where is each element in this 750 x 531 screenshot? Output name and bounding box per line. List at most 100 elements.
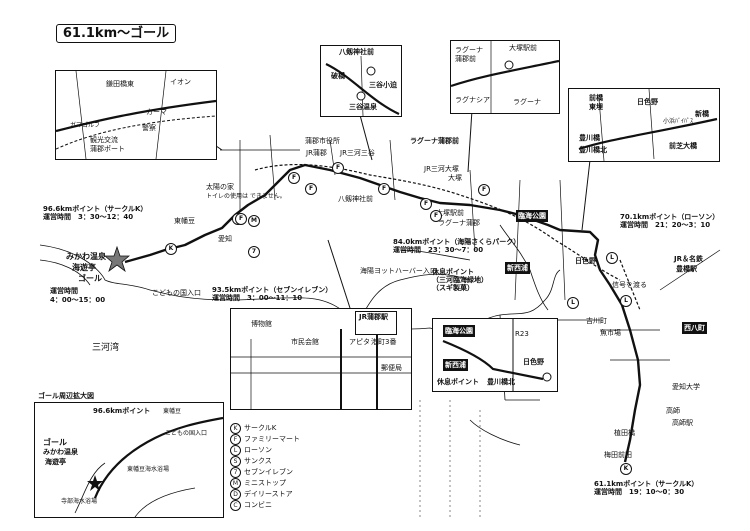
page-title: 61.1km〜ゴール (56, 24, 176, 43)
label-terabe: 寺部海水浴場 (61, 498, 98, 505)
store-marker-f-icon: F (420, 198, 432, 210)
store-k-icon: K (230, 423, 241, 434)
label-osaka-eki: 大塚駅前 (509, 44, 537, 52)
inset-gamagori-north: 鎌田橋東 イオン カーマ ガマゴルフ 警察 観光交流 蒲郡ポート (55, 70, 217, 160)
point-93: 93.5kmポイント（セブンイレブン） 運営時間 3：00〜11：10 (212, 286, 332, 302)
label-toyokawa-kita2: 豊川橋北 (487, 378, 515, 386)
label-nishi-hacho: 西八町 (682, 322, 707, 334)
label-umeda: 梅田前田 (604, 451, 632, 459)
point-rest: 休息ポイント （三河臨海緑地） （スギ製菓） (432, 268, 488, 292)
store-marker-7-icon: 7 (248, 246, 260, 258)
store-marker-f-icon: F (378, 183, 390, 195)
store-marker-f-icon: F (430, 210, 442, 222)
store-c-icon: C (230, 500, 241, 511)
point-70-hours: 運営時間 21：20〜3：10 (620, 221, 711, 230)
legend-label: セブンイレブン (244, 468, 293, 476)
label-kouji: 港町3番 (371, 338, 397, 346)
goal-star-icon (104, 246, 130, 272)
inset-yatsurugi: 八剱神社前 破橋 三谷小迫 三谷温泉 (320, 45, 402, 117)
label-koshiba: 小浜ﾊﾞｲﾊﾟｽ (663, 118, 694, 125)
point-96: 96.6kmポイント（サークルK） 運営時間 3：30〜12：40 (43, 205, 147, 221)
label-toyohashi-eki: 豊橋駅 (676, 265, 697, 273)
legend-label: ファミリーマート (244, 435, 300, 443)
label-kaiyo-yacht: 海陽ヨットハーバー入口 (360, 267, 437, 275)
point-61-hours: 運営時間 19：10〜0：30 (594, 488, 685, 497)
inset-lines (442, 319, 552, 391)
label-jr-sanya: JR三河三谷 (340, 149, 375, 157)
goal-l3-inset: ゴール (43, 438, 67, 447)
store-marker-l-icon: L (567, 297, 579, 309)
legend-label: コンビニ (244, 501, 272, 509)
label-ueda: 植田橋 (614, 429, 635, 437)
label-kodomo: こどもの国入口 (165, 430, 208, 437)
store-marker-l-icon: L (620, 295, 632, 307)
store-7-icon: 7 (230, 467, 241, 478)
label-toyo: 東埋 (589, 103, 603, 111)
rest-sub2: （スギ製菓） (432, 284, 474, 293)
label-goal-k-point: 96.6kmポイント (93, 407, 151, 415)
label-maehashi: 前橋 (589, 94, 603, 102)
label-takashi: 高師 (666, 407, 680, 415)
label-laguna-gamagori: 蒲郡前 (455, 55, 476, 63)
inset-lines (578, 89, 718, 161)
label-rest-park: 臨海公園 (443, 325, 475, 337)
point-70-name: 70.1kmポイント（ローソン） (620, 213, 720, 221)
store-marker-l-icon: L (606, 252, 618, 264)
label-yatsurugi: 八剱神社前 (339, 48, 374, 56)
label-toyokawa: 豊川橋 (579, 134, 600, 142)
label-shimin: 市民会館 (291, 338, 319, 346)
label-toyokawa-kita: 豊川橋北 (579, 146, 607, 154)
label-shin-nishiura2: 新西浦 (443, 359, 468, 371)
label-higashi-hazu: 東幡豆 (163, 408, 182, 415)
label-sanya-onsen: 三谷温泉 (349, 103, 377, 111)
label-laguna: ラグーナ (513, 98, 541, 106)
label-laguna-gamagori2: ラグーナ蒲郡前 (410, 137, 459, 145)
label-higashi-hazu-beach: 東幡豆海水浴場 (127, 466, 170, 473)
label-yubin: 郵便局 (381, 364, 402, 372)
goal-l3: ゴール (78, 274, 102, 283)
label-laguna-gamagori-port: ラグーナ蒲郡 (438, 219, 480, 227)
store-s-icon: S (230, 456, 241, 467)
label-hidenoya-main: 日色野 (575, 257, 596, 265)
point-84-hours: 運営時間 23：30〜7：00 (393, 246, 484, 255)
label-r23: R23 (515, 330, 529, 338)
jr-gamagori-box: JR蒲郡駅 (355, 311, 397, 335)
label-toilet-note: トイレの使用は できません。 (206, 193, 286, 200)
store-marker-k-icon: K (165, 243, 177, 255)
label-kamata: 鎌田橋東 (106, 80, 134, 88)
goal-l1-inset: みかわ温泉 (43, 448, 78, 456)
store-f-icon: F (230, 434, 241, 445)
store-marker-f-icon: F (235, 213, 247, 225)
label-karma: カーマ (146, 108, 167, 116)
point-61: 61.1kmポイント（サークルK） 運営時間 19：10〜0：30 (594, 480, 698, 496)
store-marker-f-icon: F (478, 184, 490, 196)
label-toyohashi-u: 愛知大学 (672, 383, 700, 391)
store-marker-f-icon: F (305, 183, 317, 195)
inset-laguna: ラグーナ 蒲郡前 大塚駅前 ラグナシア ラグーナ (450, 40, 560, 114)
rest-sub1: （三河臨海緑地） (432, 276, 488, 285)
legend-label: サンクス (244, 457, 272, 465)
goal-l1: みかわ温泉 (66, 252, 106, 261)
sea-label: 三河湾 (92, 343, 120, 353)
inset-goal: 96.6kmポイント 東幡豆 こどもの国入口 ゴール みかわ温泉 海遊亭 東幡豆… (34, 402, 224, 518)
label-takashi-eki: 高師駅 (672, 419, 693, 427)
legend-label: サークルK (244, 424, 277, 432)
label-toyohashi-jr: JR＆名鉄 (674, 255, 703, 263)
label-hakubutsukan: 博物館 (251, 320, 272, 328)
store-m-icon: M (230, 478, 241, 489)
rest-title: 休息ポイント (432, 268, 474, 276)
label-sanya: 三谷小迫 (369, 81, 397, 89)
label-jr-gamagori-box: JR蒲郡駅 (359, 313, 388, 321)
point-84: 84.0kmポイント（海陽さくらパーク） 運営時間 23：30〜7：00 (393, 238, 520, 254)
label-shinbashi: 新橋 (695, 110, 709, 118)
label-hidenoya: 日色野 (637, 98, 658, 106)
label-aichi: 愛知 (218, 235, 232, 243)
label-osaka-eki-main: 大塚駅前 (436, 209, 464, 217)
label-taki: 大塚 (448, 174, 462, 182)
point-70: 70.1kmポイント（ローソン） 運営時間 21：20〜3：10 (620, 213, 719, 229)
goal-l2-inset: 海遊亭 (45, 458, 66, 466)
